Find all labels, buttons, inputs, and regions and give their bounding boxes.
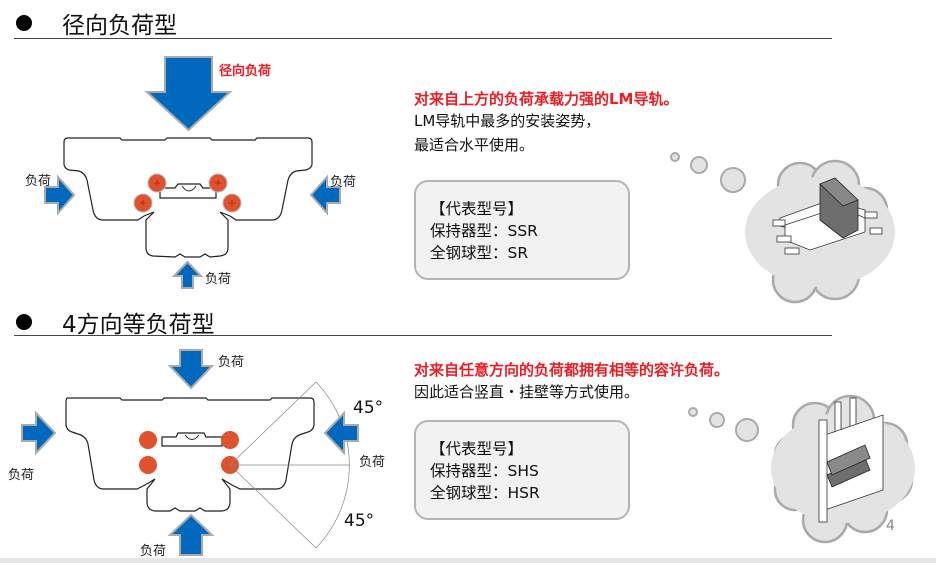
angle-guides [229,381,350,549]
radial-load-diagram [44,56,341,289]
model-line: 保持器型：SSR [430,222,538,240]
section-divider [14,38,832,39]
load-label-top: 负荷 [218,355,245,370]
headline: 对来自上方的负荷承载力强的LM导轨。 [414,90,679,108]
left-arrow-icon [21,410,57,456]
steel-ball [139,431,157,449]
angle-upper: 45° [353,398,384,418]
models-heading: 【代表型号】 [430,440,524,458]
description-line: 最适合水平使用。 [414,136,535,154]
bullet-icon [16,314,32,330]
top-arrow-icon [167,349,215,390]
load-label-left: 负荷 [8,468,35,483]
representative-models-box: 【代表型号】 保持器型：SSR 全钢球型：SR [414,180,630,280]
four-way-load-diagram [21,349,359,556]
radial-load-label: 径向负荷 [219,64,272,79]
bullet-icon [16,15,32,31]
lm-block-outline [65,397,315,512]
thought-cloud-vertical [688,394,915,544]
steel-ball [222,193,242,213]
section-title-text: 径向负荷型 [62,13,177,39]
description-line: LM导轨中最多的安装姿势， [414,112,601,130]
section-title-radial: 径向负荷型 [16,6,177,40]
model-line: 全钢球型：SR [430,244,529,262]
steel-ball [208,173,228,193]
top-arrow-icon [144,56,233,132]
bottom-arrow-icon [171,260,204,289]
models-heading: 【代表型号】 [430,200,524,218]
section-title-text: 4方向等负荷型 [62,312,215,338]
model-line: 保持器型：SHS [430,462,539,480]
model-line: 全钢球型：HSR [430,484,540,502]
section-title-4way: 4方向等负荷型 [16,305,215,339]
load-label-bottom: 负荷 [205,272,232,287]
steel-ball [221,431,239,449]
right-arrow-icon [323,410,359,456]
section-divider [14,335,832,336]
thought-cloud-horizontal [670,152,895,304]
angle-lower: 45° [344,511,375,531]
headline: 对来自任意方向的负荷都拥有相等的容许负荷。 [414,361,730,379]
left-arrow-icon [44,174,76,216]
footer-bar [0,558,936,563]
representative-models-box: 【代表型号】 保持器型：SHS 全钢球型：HSR [414,420,630,520]
description-line: 因此适合竖直・挂壁等方式使用。 [414,383,640,401]
load-label-right: 负荷 [330,175,357,190]
load-label-bottom: 负荷 [140,544,167,559]
steel-ball [133,193,153,213]
steel-ball [139,456,157,474]
load-label-left: 负荷 [25,174,52,189]
load-label-right: 负荷 [359,455,386,470]
page-number: 4 [886,518,895,534]
right-arrow-icon [309,174,341,216]
steel-ball [147,173,167,193]
bottom-arrow-icon [167,513,215,556]
